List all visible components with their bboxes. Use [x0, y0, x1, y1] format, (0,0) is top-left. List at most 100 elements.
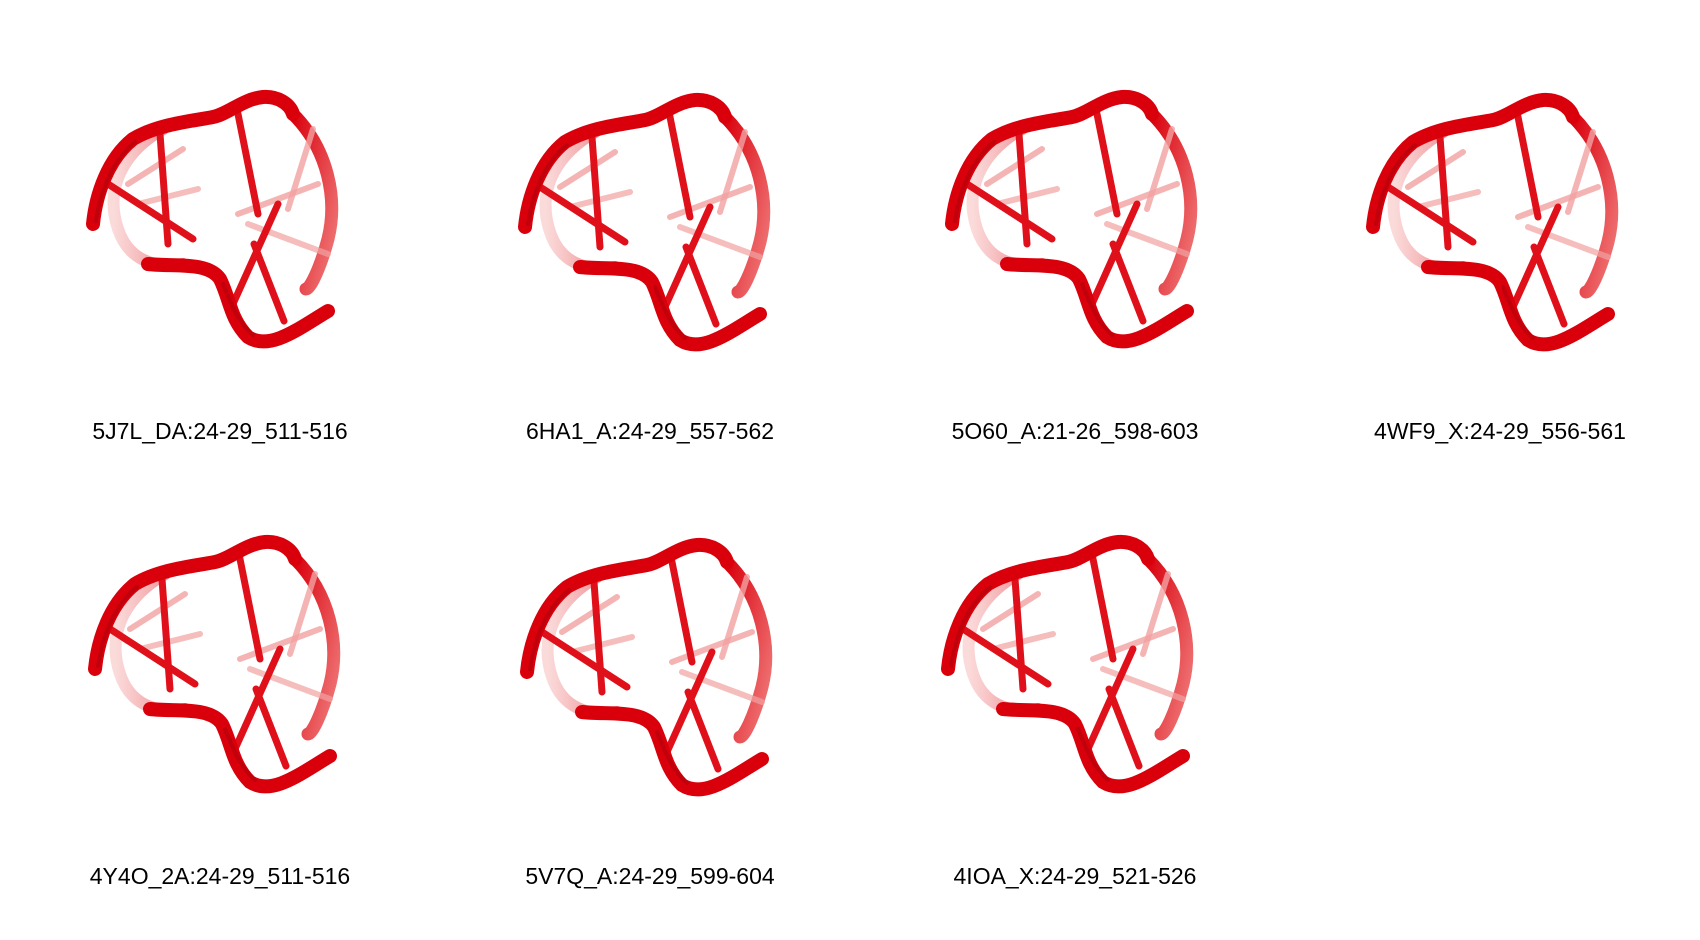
- right-strand: [1145, 107, 1198, 296]
- strand-shading: [221, 282, 255, 337]
- base-pair-rung: [1011, 575, 1027, 693]
- lower-strand: [143, 702, 337, 794]
- base-pair-rung: [667, 184, 753, 220]
- rna-structure-render: [520, 537, 773, 797]
- right-strand: [288, 552, 341, 741]
- structure-panel: 6HA1_A:24-29_557-562: [440, 0, 860, 470]
- base-pair-rung: [156, 130, 172, 248]
- front-strand: [88, 534, 302, 676]
- base-pair-rung: [1436, 133, 1452, 251]
- right-strand: [286, 107, 339, 296]
- base-pair-rung: [1015, 130, 1031, 248]
- rna-structure-render: [88, 534, 341, 794]
- molecule-group: [945, 89, 1198, 349]
- lower-strand: [1421, 260, 1615, 352]
- base-pair-rung: [717, 129, 748, 215]
- base-pair-rung: [1140, 571, 1171, 657]
- base-pair-rung: [963, 180, 1056, 243]
- base-pair-rung: [1105, 685, 1143, 770]
- base-pair-rung: [1087, 545, 1117, 663]
- structure-panel: 5O60_A:21-26_598-603: [865, 0, 1285, 470]
- base-pair-rung: [1094, 181, 1180, 217]
- base-pair-rung: [719, 574, 750, 660]
- base-pair-rung: [959, 625, 1052, 688]
- right-strand: [1566, 110, 1619, 299]
- front-strand: [945, 89, 1159, 231]
- strand-shading: [949, 585, 992, 668]
- base-pair-rung: [536, 183, 629, 246]
- base-pair-rung: [677, 224, 763, 260]
- base-pair-rung: [1091, 100, 1121, 218]
- lower-strand: [573, 260, 767, 352]
- base-pair-rung: [106, 625, 199, 688]
- base-pair-rung: [285, 126, 316, 212]
- base-pair-rung: [125, 146, 186, 187]
- base-pair-rung: [590, 578, 606, 696]
- structure-label: 4WF9_X:24-29_556-561: [1374, 418, 1626, 444]
- base-pair-rung: [1144, 126, 1175, 212]
- base-pair-rung: [232, 100, 262, 218]
- molecule-group: [518, 92, 771, 352]
- lower-strand: [1000, 257, 1194, 349]
- structure-label: 5O60_A:21-26_598-603: [951, 418, 1199, 444]
- base-pair-rung: [158, 575, 174, 693]
- base-pair-rung: [557, 149, 618, 190]
- rna-structure-render: [945, 89, 1198, 349]
- base-pair-rung: [235, 181, 321, 217]
- base-pair-rung: [666, 548, 696, 666]
- base-pair-rung: [1530, 243, 1568, 328]
- base-pair-rung: [1104, 221, 1190, 257]
- strand-shading: [94, 140, 137, 223]
- front-strand: [86, 89, 300, 231]
- molecule-group: [520, 537, 773, 797]
- base-pair-rung: [287, 571, 318, 657]
- strand-shading: [655, 730, 689, 785]
- base-pair-rung: [234, 545, 264, 663]
- base-pair-rung: [1405, 149, 1466, 190]
- rna-structure-render: [941, 534, 1194, 794]
- base-pair-rung: [247, 666, 333, 702]
- base-pair-rung: [664, 103, 694, 221]
- molecule-group: [1366, 92, 1619, 352]
- structure-label: 4Y4O_2A:24-29_511-516: [89, 863, 351, 889]
- base-pair-rung: [684, 688, 722, 773]
- strand-shading: [223, 727, 257, 782]
- rna-structure-render: [86, 89, 339, 349]
- molecule-group: [86, 89, 339, 349]
- structure-label: 5V7Q_A:24-29_599-604: [525, 863, 775, 889]
- lower-strand: [575, 705, 769, 797]
- strand-shading: [96, 585, 139, 668]
- structure-panel: 5V7Q_A:24-29_599-604: [440, 445, 860, 915]
- strand-shading: [526, 143, 569, 226]
- structure-panel: 4WF9_X:24-29_556-561: [1290, 0, 1700, 470]
- strand-shading: [653, 285, 687, 340]
- base-pair-rung: [984, 146, 1045, 187]
- base-pair-rung: [1525, 224, 1611, 260]
- base-pair-rung: [104, 180, 197, 243]
- strand-shading: [1501, 285, 1535, 340]
- front-strand: [1366, 92, 1580, 234]
- molecule-group: [941, 534, 1194, 794]
- base-pair-rung: [127, 591, 188, 632]
- molecule-group: [88, 534, 341, 794]
- structure-label: 6HA1_A:24-29_557-562: [525, 418, 775, 444]
- front-strand: [520, 537, 734, 679]
- structure-panel: 4Y4O_2A:24-29_511-516: [10, 445, 430, 915]
- base-pair-rung: [252, 685, 290, 770]
- base-pair-rung: [237, 626, 323, 662]
- front-strand: [941, 534, 1155, 676]
- base-pair-rung: [669, 629, 755, 665]
- lower-strand: [996, 702, 1190, 794]
- base-pair-rung: [1384, 183, 1477, 246]
- right-strand: [718, 110, 771, 299]
- base-pair-rung: [1100, 666, 1186, 702]
- strand-shading: [953, 140, 996, 223]
- base-pair-rung: [1090, 626, 1176, 662]
- right-strand: [720, 555, 773, 744]
- strand-shading: [1080, 282, 1114, 337]
- base-pair-rung: [1512, 103, 1542, 221]
- base-pair-rung: [538, 628, 631, 691]
- base-pair-rung: [250, 240, 288, 325]
- rna-structure-render: [1366, 92, 1619, 352]
- structure-panel: 4IOA_X:24-29_521-526: [865, 445, 1285, 915]
